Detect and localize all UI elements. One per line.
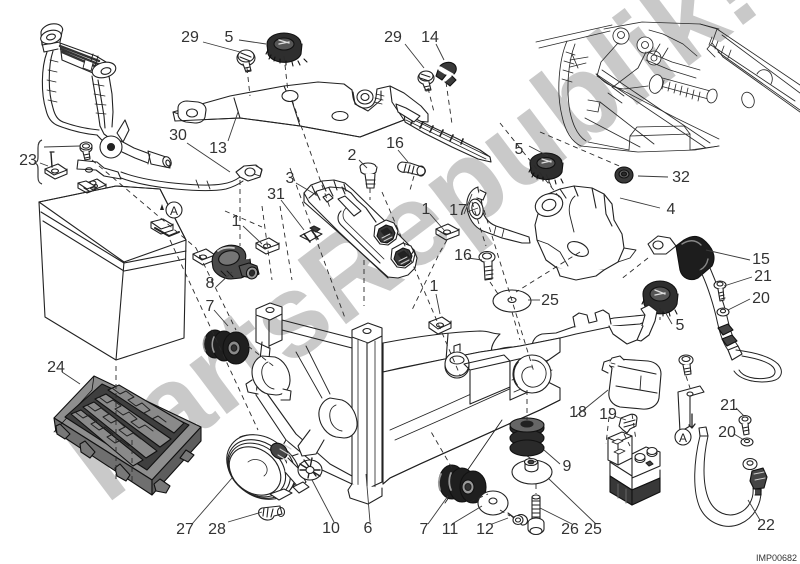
svg-text:21: 21 [720,397,738,414]
svg-text:17: 17 [449,202,467,219]
svg-text:6: 6 [364,520,373,537]
svg-text:1: 1 [422,201,431,218]
svg-text:8: 8 [206,275,215,292]
svg-text:24: 24 [47,359,65,376]
svg-text:1: 1 [232,213,241,230]
svg-text:25: 25 [584,521,602,538]
svg-text:18: 18 [569,404,587,421]
svg-text:5: 5 [676,317,685,334]
svg-text:25: 25 [541,292,559,309]
svg-text:20: 20 [752,290,770,307]
svg-text:1: 1 [430,278,439,295]
svg-text:13: 13 [209,140,227,157]
svg-text:31: 31 [267,186,285,203]
svg-text:14: 14 [421,29,439,46]
svg-text:A: A [170,204,178,218]
svg-text:2: 2 [348,147,357,164]
svg-text:21: 21 [754,268,772,285]
svg-text:IMP00682: IMP00682 [756,553,797,563]
svg-text:7: 7 [206,298,215,315]
svg-text:32: 32 [672,169,690,186]
svg-text:22: 22 [757,517,775,534]
svg-text:15: 15 [752,251,770,268]
svg-text:29: 29 [384,29,402,46]
svg-text:11: 11 [442,521,459,538]
svg-text:3: 3 [286,170,295,187]
svg-text:16: 16 [386,135,404,152]
svg-text:19: 19 [599,406,617,423]
svg-text:27: 27 [176,521,194,538]
svg-text:5: 5 [515,141,524,158]
svg-text:10: 10 [322,520,340,537]
svg-text:5: 5 [225,29,234,46]
svg-text:4: 4 [667,201,676,218]
svg-text:9: 9 [563,458,572,475]
svg-text:28: 28 [208,521,226,538]
svg-text:26: 26 [561,521,579,538]
svg-text:7: 7 [420,521,429,538]
svg-text:A: A [679,431,687,445]
svg-text:30: 30 [169,127,187,144]
svg-text:20: 20 [718,424,736,441]
svg-text:16: 16 [454,247,472,264]
svg-text:12: 12 [476,521,494,538]
svg-text:23: 23 [19,152,37,169]
svg-text:29: 29 [181,29,199,46]
